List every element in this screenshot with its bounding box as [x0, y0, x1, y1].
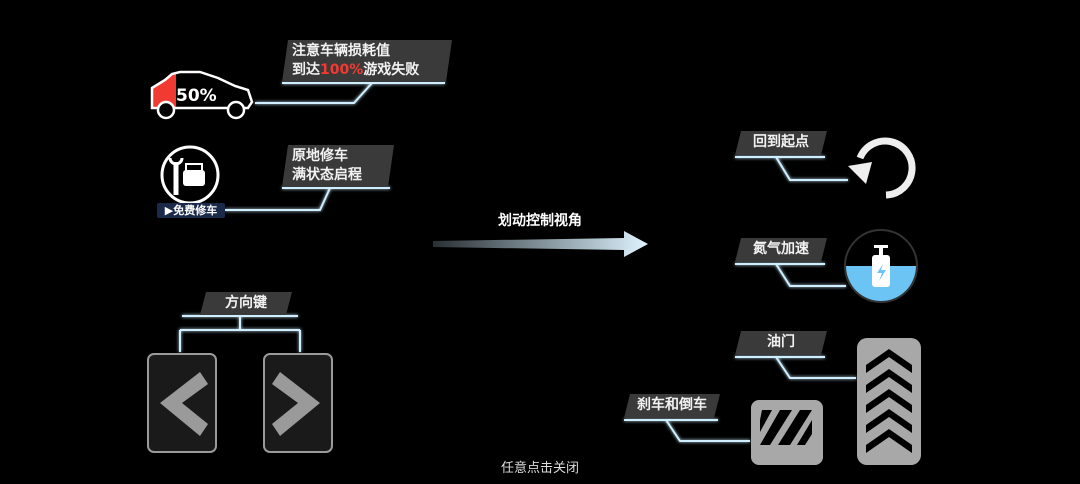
- damage-line1: 注意车辆损耗值: [292, 43, 390, 59]
- reset-tag: 回到起点: [735, 131, 827, 155]
- damage-line2: 到达100%游戏失败: [292, 61, 452, 80]
- repair-icon: [160, 145, 220, 205]
- nitro-icon[interactable]: [840, 229, 922, 306]
- car-damage-percent: 50%: [176, 86, 217, 106]
- direction-tag: 方向键: [200, 292, 292, 315]
- left-arrow-button[interactable]: [147, 353, 217, 453]
- right-arrow-button[interactable]: [263, 353, 333, 453]
- brake-pedal[interactable]: [751, 400, 823, 465]
- swipe-label: 划动控制视角: [498, 213, 582, 229]
- connector-lines: [179, 82, 856, 442]
- damage-line2-post: 游戏失败: [363, 62, 420, 78]
- reset-icon[interactable]: [848, 137, 916, 199]
- throttle-pedal[interactable]: [857, 338, 921, 465]
- free-repair-badge[interactable]: ▶免费修车: [157, 203, 225, 218]
- repair-tag: 原地修车 满状态启程: [282, 145, 394, 187]
- swipe-arrow-icon: [433, 231, 648, 257]
- damage-line2-pre: 到达: [292, 62, 320, 78]
- brake-tag: 刹车和倒车: [624, 394, 720, 418]
- throttle-tag: 油门: [735, 331, 827, 355]
- repair-line2: 满状态启程: [292, 167, 362, 183]
- repair-line1: 原地修车: [292, 148, 348, 164]
- damage-threshold: 100%: [320, 62, 364, 78]
- free-repair-label: 免费修车: [173, 204, 218, 217]
- close-hint[interactable]: 任意点击关闭: [500, 461, 579, 476]
- nitro-tag: 氮气加速: [735, 238, 827, 262]
- damage-warning-tag: 注意车辆损耗值 到达100%游戏失败: [282, 40, 452, 82]
